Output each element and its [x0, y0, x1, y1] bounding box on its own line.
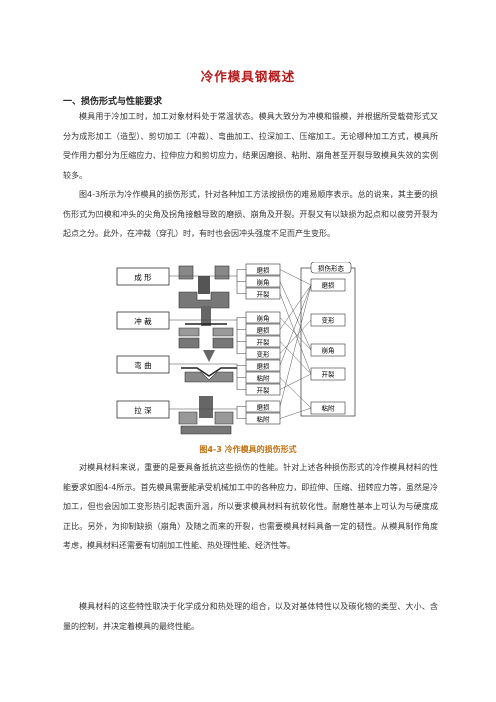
damage-type-label: 粘附 [322, 404, 336, 413]
process-label: 拉 深 [134, 405, 152, 415]
connector-lines [169, 269, 246, 419]
blanking-die-illustration [178, 306, 234, 349]
damage-type-label: 开裂 [322, 370, 336, 379]
section-heading: 一、损伤形式与性能要求 [63, 97, 163, 107]
damage-type-boxes: 磨损 变形 崩角 开裂 粘附 [310, 278, 346, 415]
damage-label: 粘附 [257, 415, 271, 424]
damage-label: 开裂 [257, 290, 271, 299]
damage-label: 磨损 [257, 326, 271, 335]
legend-title: 损伤形态 [318, 264, 345, 273]
damage-label: 崩角 [257, 314, 270, 323]
forming-die-illustration [178, 265, 230, 309]
damage-label: 磨损 [257, 403, 271, 412]
process-blanking: 冲 裁 [116, 311, 170, 330]
process-label: 弯 曲 [134, 360, 151, 370]
process-drawing: 拉 深 [116, 400, 170, 419]
figure-caption: 图4-3 冷作模具的损伤形式 [199, 445, 297, 454]
damage-label: 磨损 [257, 266, 271, 275]
process-label: 成 形 [134, 272, 152, 282]
process-forming: 成 形 [116, 267, 170, 286]
damage-type-label: 崩角 [322, 346, 335, 355]
damage-diagram: 成 形 冲 裁 弯 曲 拉 深 [116, 262, 356, 435]
mapping-lines [279, 269, 312, 419]
damage-label: 开裂 [257, 338, 271, 347]
paragraph-3: 对模具材料来说，重要的是要具备抵抗这些损伤的性能。针对上述各种损伤形式的冷作模具… [63, 463, 438, 550]
damage-label: 变形 [257, 350, 271, 359]
paragraph-2: 图4-3所示为冷作模具的损伤形式，针对各种加工方法按损伤的难易顺序表示。总的说来… [63, 190, 438, 238]
drawing-die-illustration [178, 396, 234, 435]
damage-morphology-panel [300, 267, 356, 417]
damage-type-label: 变形 [322, 316, 336, 325]
legend-title-box [310, 262, 352, 274]
damage-label: 崩角 [257, 278, 270, 287]
process-bending: 弯 曲 [116, 355, 170, 374]
paragraph-4: 模具材料的这些特性取决于化学成分和热处理的组合，以及对基体特性以及碳化物的类型、… [63, 602, 438, 631]
bending-die-illustration [181, 350, 237, 383]
damage-label: 开裂 [257, 386, 271, 395]
damage-label: 磨损 [257, 362, 271, 371]
process-label: 冲 裁 [134, 316, 152, 326]
damage-boxes: 磨损 崩角 开裂 崩角 磨损 开裂 变形 磨损 粘附 开裂 磨损 粘附 [245, 263, 281, 425]
damage-type-label: 磨损 [322, 281, 336, 290]
page-title: 冷作模具钢概述 [200, 69, 296, 84]
damage-label: 粘附 [257, 374, 271, 383]
paragraph-1: 模具用于冷加工时，加工对象材料处于常温状态。模具大致分为冲模和锻模，并根据所受载… [63, 112, 438, 180]
